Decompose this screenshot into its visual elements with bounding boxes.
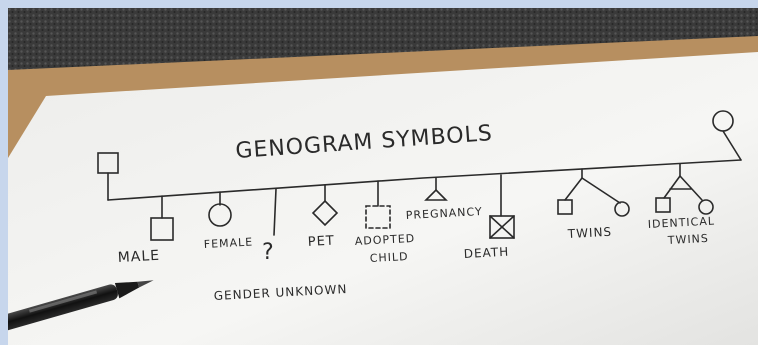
label-adopted-line2: CHILD [369,250,408,265]
gender-unknown-line [273,188,277,236]
paper-sheet [8,52,758,345]
label-twins: TWINS [566,225,612,241]
label-identical-line2: TWINS [666,232,709,247]
felt-tip-pen [8,280,154,339]
pet-diamond [311,199,339,227]
label-gender-unknown: GENDER UNKNOWN [213,282,347,303]
death-symbol [489,215,515,239]
genogram-photo: GENOGRAM SYMBOLS [8,8,758,345]
label-female: FEMALE [203,235,253,251]
male-symbol [150,217,174,241]
identical-twin-square [655,197,671,213]
photo-scene: GENOGRAM SYMBOLS [8,8,758,345]
label-unknown-glyph: ? [262,240,275,265]
twins-branch [564,177,621,204]
label-male: MALE [117,248,160,266]
identical-twins-branch [663,175,703,201]
label-adopted-line1: ADOPTED [354,232,415,248]
pregnancy-triangle [424,188,448,201]
adopted-child-symbol [365,205,391,229]
sibship-line [107,159,742,201]
twin-female-circle [614,201,630,217]
label-pet: PET [307,234,335,250]
identical-twin-circle [698,199,714,215]
twin-male-square [557,199,573,215]
label-identical-line1: IDENTICAL [647,214,715,230]
label-death: DEATH [463,245,509,261]
female-symbol [208,203,232,227]
label-pregnancy: PREGNANCY [405,205,483,222]
